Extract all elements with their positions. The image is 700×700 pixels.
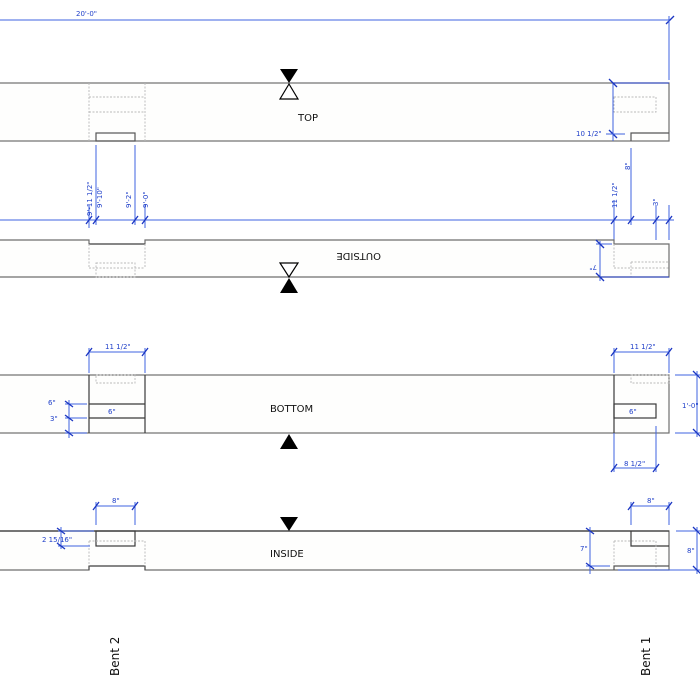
face-marker-up-icon [280, 278, 298, 293]
inside-bent1-depth-text: 7" [580, 545, 588, 553]
bent2-dim-3: 9'-2" [125, 191, 133, 208]
inside-bent1-width-text: 8" [647, 497, 655, 505]
inside-bent2-width-text: 8" [112, 497, 120, 505]
inside-beam-outline [0, 530, 670, 571]
face-marker-up-icon [280, 434, 298, 449]
inside-height-text: 8" [687, 547, 695, 555]
bottom-face-label: BOTTOM [270, 404, 313, 415]
overall-length-text: 20'-0" [76, 10, 97, 18]
bottom-bent2-inner-text: 6" [108, 408, 116, 416]
outside-face-view: 7" OUTSIDE [0, 239, 670, 293]
bent1-dim-1: 11 1/2" [611, 182, 619, 208]
bottom-height-text: 1'-0" [682, 402, 699, 410]
face-marker-down-open-icon [278, 262, 300, 279]
bent2-dim-4: 9'-0" [142, 191, 150, 208]
bottom-bent2-width-text: 11 1/2" [105, 343, 131, 351]
bent-1-label: Bent 1 [639, 637, 653, 676]
bent2-dim-1: 9'-11 1/2" [86, 181, 94, 216]
top-bent2-notch [95, 132, 136, 142]
bottom-left-dim-2: 3" [50, 415, 58, 423]
outside-dimension-chain: 9'-11 1/2" 9'-10" 9'-2" 9'-0" 11 1/2" 8"… [0, 145, 674, 240]
bent1-dim-3: 3" [652, 198, 660, 206]
top-face-label: TOP [297, 113, 318, 124]
inside-face-label: INSIDE [270, 549, 304, 560]
bent-2-label: Bent 2 [108, 637, 122, 676]
outside-face-label: OUTSIDE [336, 250, 381, 261]
top-face-view: 10 1/2" TOP [0, 69, 670, 142]
face-marker-down-icon [280, 69, 298, 83]
top-bent1-depth-text: 10 1/2" [576, 130, 602, 138]
outside-bent1-depth-text: 7" [589, 263, 597, 271]
bent2-dim-2: 9'-10" [96, 187, 104, 208]
bottom-bent1-width-text: 11 1/2" [630, 343, 656, 351]
inside-bent2-offset-text: 2 15/16" [42, 536, 72, 544]
bottom-bent1-lower-text: 8 1/2" [624, 460, 645, 468]
outside-beam-outline [0, 239, 670, 278]
inside-bent2-notch [95, 530, 136, 547]
overall-length-dimension: 20'-0" [0, 10, 675, 80]
bottom-bent1-inner-text: 6" [629, 408, 637, 416]
face-marker-up-open-icon [278, 82, 300, 100]
inside-face-view: 8" 2 15/16" 8" 7" 8" INSIDE [0, 497, 700, 574]
face-marker-down-icon [280, 517, 298, 531]
bottom-left-dim-1: 6" [48, 399, 56, 407]
bent1-dim-2: 8" [624, 162, 632, 170]
bottom-face-view: 6" 11 1/2" 6" 3" 6" 11 1/2" 8 1/2" [0, 343, 700, 473]
